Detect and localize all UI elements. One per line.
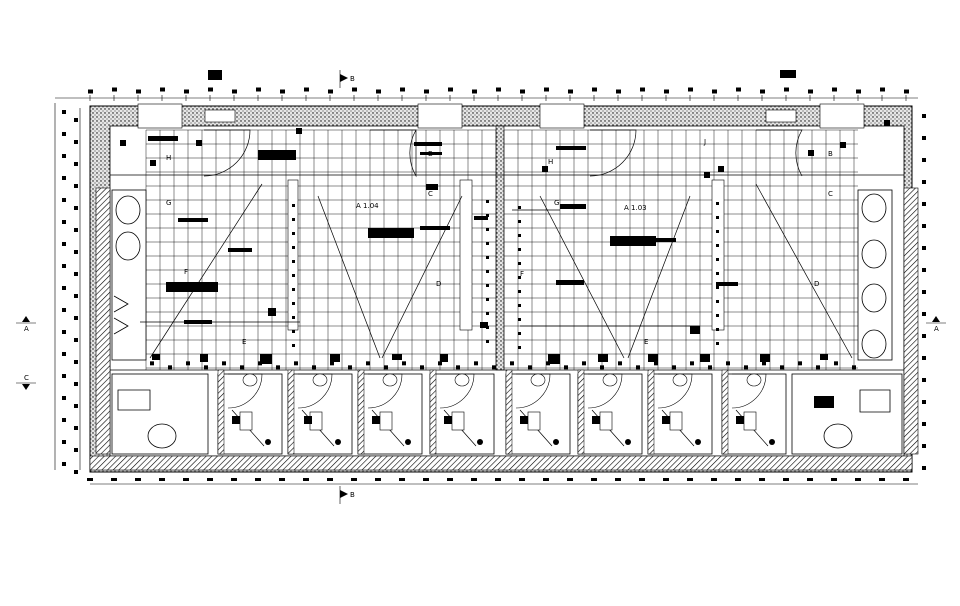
accessible-toilet-right <box>791 373 903 455</box>
marker-f-left: F <box>184 268 188 276</box>
dimension-ticks <box>62 87 926 481</box>
marker-f-right: F <box>520 270 524 278</box>
sink-row-left <box>111 189 147 361</box>
marker-c-right: C <box>828 190 833 198</box>
marker-j: J <box>703 138 706 146</box>
section-a-left-label: A <box>24 325 29 333</box>
section-marker-b-top: B <box>339 70 355 88</box>
door-swings <box>203 129 803 178</box>
annotation-marks <box>120 70 890 424</box>
section-a-right-label: A <box>934 325 939 333</box>
marker-d-right: D <box>814 280 819 288</box>
marker-e-left: E <box>242 338 246 346</box>
columns <box>287 179 725 331</box>
section-b-top-label: B <box>350 75 355 83</box>
toilet-stalls <box>217 369 787 455</box>
marker-letters: B B C C D D E E F F G G H H J <box>166 138 833 346</box>
tile-grid-left <box>145 129 497 370</box>
marker-c-left: C <box>428 190 433 198</box>
section-c-left-label: C <box>24 374 29 382</box>
section-b-bottom-label: B <box>350 491 355 499</box>
accessible-toilet-left <box>111 373 209 455</box>
hatched-walls <box>89 187 919 471</box>
marker-e-right: E <box>644 338 648 346</box>
section-marker-b-bottom: B <box>339 486 355 504</box>
marker-g-right: G <box>554 199 559 207</box>
marker-b-right: B <box>828 150 833 158</box>
central-wall <box>495 125 505 371</box>
marker-d-left: D <box>436 280 441 288</box>
marker-g-left: G <box>166 199 171 207</box>
marker-b-left: B <box>428 150 433 158</box>
room-tag-right: A 1.03 <box>624 204 647 212</box>
sink-row-right <box>857 189 893 361</box>
marker-h-right: H <box>548 158 553 166</box>
section-marker-c-left: C <box>16 374 36 390</box>
section-marker-a-left: A <box>16 316 36 333</box>
room-tag-left: A 1.04 <box>356 202 379 210</box>
marker-h-left: H <box>166 154 171 162</box>
pattern-diagonals <box>140 183 853 359</box>
section-marker-a-right: A <box>926 316 946 333</box>
dimension-lines <box>54 97 918 485</box>
